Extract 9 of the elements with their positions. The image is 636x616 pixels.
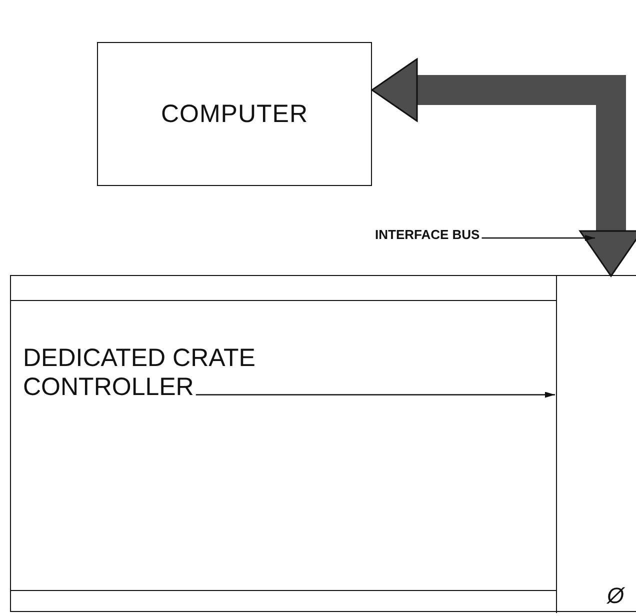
crate-frame: [10, 275, 636, 612]
slot-number: Ø: [607, 583, 624, 609]
leader-line: [482, 235, 595, 241]
bus-arrow: [371, 58, 636, 277]
component-label: DEDICATED CRATE CONTROLLER: [23, 344, 303, 402]
bus-label: INTERFACE BUS: [375, 228, 480, 243]
box-label: COMPUTER: [160, 100, 308, 128]
leader-line: [196, 392, 555, 398]
process-box: [97, 42, 372, 186]
